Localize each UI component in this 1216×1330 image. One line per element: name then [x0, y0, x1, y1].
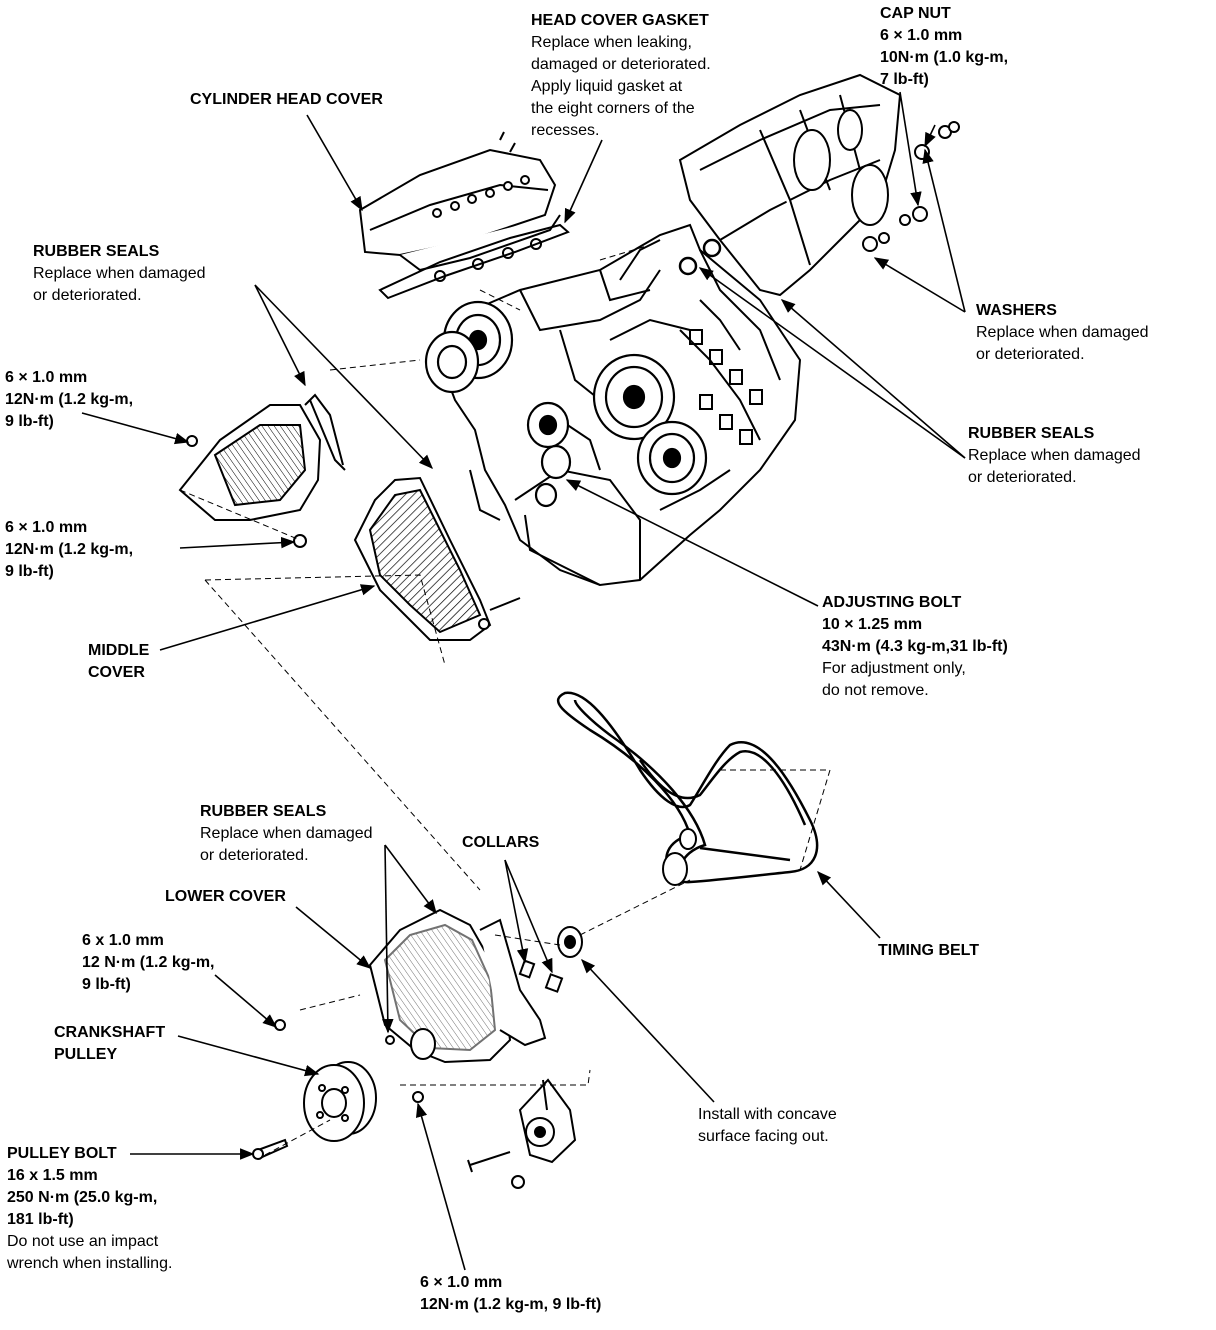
head-cover-gasket-title: HEAD COVER GASKET [531, 12, 709, 29]
pulley-bolt-note-2: wrench when installing. [7, 1255, 173, 1272]
timing-belt-sprocket [557, 828, 697, 958]
alignment-lines [179, 244, 831, 1156]
pulley-bolt-torque-lbft: 181 lb-ft) [7, 1211, 74, 1228]
bolt-middle-torque: 12N·m (1.2 kg-m, [5, 541, 134, 558]
lower-cover [368, 908, 547, 1064]
rubber-seals-lower-label: RUBBER SEALS Replace when damaged or det… [200, 801, 373, 867]
cylinder-head-cover-label: CYLINDER HEAD COVER [190, 91, 383, 108]
collars-label: COLLARS [462, 834, 540, 851]
cap-nut-label: CAP NUT 6 × 1.0 mm 10N·m (1.0 kg-m, 7 lb… [880, 3, 1008, 91]
bolt-bottom-spec-label: 6 × 1.0 mm 12N·m (1.2 kg-m, 9 lb-ft) [420, 1272, 601, 1316]
crankshaft-pulley-line-2: PULLEY [54, 1046, 118, 1063]
adjusting-bolt-note-1: For adjustment only, [822, 660, 966, 677]
bolt-lower-spec-label: 6 x 1.0 mm 12 N·m (1.2 kg-m, 9 lb-ft) [82, 930, 214, 996]
concave-note-line-1: Install with concave [698, 1106, 837, 1123]
cap-nut-title: CAP NUT [880, 5, 951, 22]
cylinder-head-cover-left [358, 131, 561, 272]
concave-note-line-2: surface facing out. [698, 1128, 829, 1145]
bolt-upper-spec-label: 6 × 1.0 mm 12N·m (1.2 kg-m, 9 lb-ft) [5, 367, 133, 433]
bolt-lower-torque: 12 N·m (1.2 kg-m, [82, 954, 215, 971]
head-cover-gasket-note-2: damaged or deteriorated. [531, 56, 711, 73]
middle-cover-line-1: MIDDLE [88, 642, 150, 659]
adjusting-bolt-label: ADJUSTING BOLT 10 × 1.25 mm 43N·m (4.3 k… [822, 592, 1008, 702]
bolt-middle-size: 6 × 1.0 mm [5, 519, 88, 536]
rubber-seals-left-note-2: or deteriorated. [33, 287, 142, 304]
rubber-seals-right-label: RUBBER SEALS Replace when damaged or det… [968, 423, 1141, 489]
washers-note-2: or deteriorated. [976, 346, 1085, 363]
crankshaft-pulley [303, 1061, 377, 1142]
head-cover-gasket [378, 223, 570, 300]
rubber-seals-lower-note-1: Replace when damaged [200, 825, 373, 842]
bolt-lower-torque-lbft: 9 lb-ft) [82, 976, 131, 993]
rubber-seals-right-title: RUBBER SEALS [968, 425, 1095, 442]
head-cover-gasket-note-3: Apply liquid gasket at [531, 78, 683, 95]
pulley-bolt-note-1: Do not use an impact [7, 1233, 159, 1250]
cap-nut-spec-1: 6 × 1.0 mm [880, 27, 963, 44]
bolt-middle-spec-label: 6 × 1.0 mm 12N·m (1.2 kg-m, 9 lb-ft) [5, 517, 133, 583]
washers-note-1: Replace when damaged [976, 324, 1149, 341]
adjusting-bolt-torque: 43N·m (4.3 kg-m,31 lb-ft) [822, 638, 1008, 655]
bolt-upper-size: 6 × 1.0 mm [5, 369, 88, 386]
head-cover-gasket-label: HEAD COVER GASKET Replace when leaking, … [531, 10, 711, 142]
middle-cover-line-2: COVER [88, 664, 145, 681]
timing-belt-loop [556, 691, 819, 884]
bolt-upper-torque-lbft: 9 lb-ft) [5, 413, 54, 430]
rubber-seal-rings-right [678, 238, 722, 276]
bolt-lower-size: 6 x 1.0 mm [82, 932, 164, 949]
pulley-bolt-label: PULLEY BOLT 16 x 1.5 mm 250 N·m (25.0 kg… [7, 1143, 172, 1275]
cap-nut-spec-3: 7 lb-ft) [880, 71, 929, 88]
head-cover-gasket-note-5: recesses. [531, 122, 600, 139]
rubber-seals-left-label: RUBBER SEALS Replace when damaged or det… [33, 241, 206, 307]
adjusting-bolt-title: ADJUSTING BOLT [822, 594, 962, 611]
upper-cover [178, 393, 346, 521]
washers-title: WASHERS [976, 302, 1057, 319]
rubber-seals-left-title: RUBBER SEALS [33, 243, 160, 260]
adjusting-bolt-size: 10 × 1.25 mm [822, 616, 923, 633]
rubber-seals-lower-title: RUBBER SEALS [200, 803, 327, 820]
timing-belt-label: TIMING BELT [878, 942, 980, 959]
concave-surface-note: Install with concave surface facing out. [698, 1104, 837, 1148]
rubber-seals-left-note-1: Replace when damaged [33, 265, 206, 282]
bolt-bottom-size: 6 × 1.0 mm [420, 1274, 503, 1291]
bolt-middle-torque-lbft: 9 lb-ft) [5, 563, 54, 580]
collars [518, 959, 564, 993]
pulley-bolt-title: PULLEY BOLT [7, 1145, 117, 1162]
head-cover-gasket-note-1: Replace when leaking, [531, 34, 692, 51]
cap-nut-spec-2: 10N·m (1.0 kg-m, [880, 49, 1009, 66]
leader-arrows [81, 91, 966, 1271]
bolt-upper-torque: 12N·m (1.2 kg-m, [5, 391, 134, 408]
cylinder-head-cover-right [678, 73, 902, 297]
rubber-seals-lower-note-2: or deteriorated. [200, 847, 309, 864]
engine-pulleys [424, 300, 708, 508]
crankshaft-pulley-label: CRANKSHAFT PULLEY [54, 1022, 165, 1066]
pulley-bolt-size: 16 x 1.5 mm [7, 1167, 98, 1184]
washers-label: WASHERS Replace when damaged or deterior… [976, 300, 1149, 366]
middle-cover [293, 476, 521, 641]
pulley-bolt-torque: 250 N·m (25.0 kg-m, [7, 1189, 158, 1206]
lower-cover-label: LOWER COVER [165, 888, 286, 905]
rubber-seals-right-note-2: or deteriorated. [968, 469, 1077, 486]
middle-cover-label: MIDDLE COVER [88, 640, 149, 684]
head-cover-gasket-note-4: the eight corners of the [531, 100, 695, 117]
bolt-bottom-torque: 12N·m (1.2 kg-m, 9 lb-ft) [420, 1296, 602, 1313]
tensioner-assembly [467, 1078, 577, 1189]
adjusting-bolt-note-2: do not remove. [822, 682, 929, 699]
crankshaft-pulley-line-1: CRANKSHAFT [54, 1024, 166, 1041]
rubber-seals-right-note-1: Replace when damaged [968, 447, 1141, 464]
